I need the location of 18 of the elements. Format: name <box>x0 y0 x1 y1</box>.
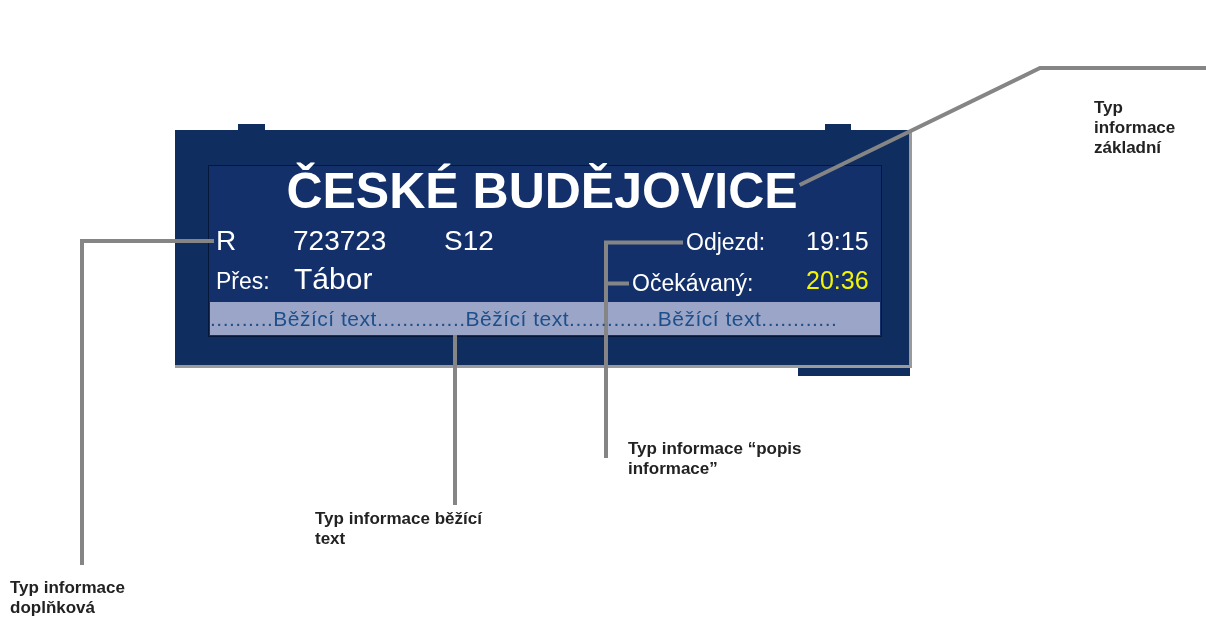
running-text-bar: ..........Běžící text..............Běžící text..............Běžící text............ <box>210 302 880 335</box>
display-panel <box>175 130 912 368</box>
via-label: Přes: <box>216 270 270 293</box>
leader-line <box>80 239 214 565</box>
callout-text: Typ informace běžící text <box>315 509 515 549</box>
departure-label: Odjezd: <box>686 231 766 254</box>
via-station-text: Tábor <box>294 264 373 294</box>
train-number-text: 723723 <box>293 227 387 255</box>
expected-label: Očekávaný: <box>632 272 754 295</box>
callout-text: Typ informace doplňková <box>10 578 160 618</box>
train-category-text: R <box>216 227 237 255</box>
callout-text: Typ informace základní <box>1094 98 1206 158</box>
callout-text: Typ informace “popis informace” <box>628 439 848 479</box>
leader-line <box>453 335 457 505</box>
departure-time-text: 19:15 <box>806 229 869 254</box>
expected-time-text: 20:36 <box>806 268 869 293</box>
leader-line <box>798 66 1206 187</box>
line-number-text: S12 <box>444 227 494 255</box>
